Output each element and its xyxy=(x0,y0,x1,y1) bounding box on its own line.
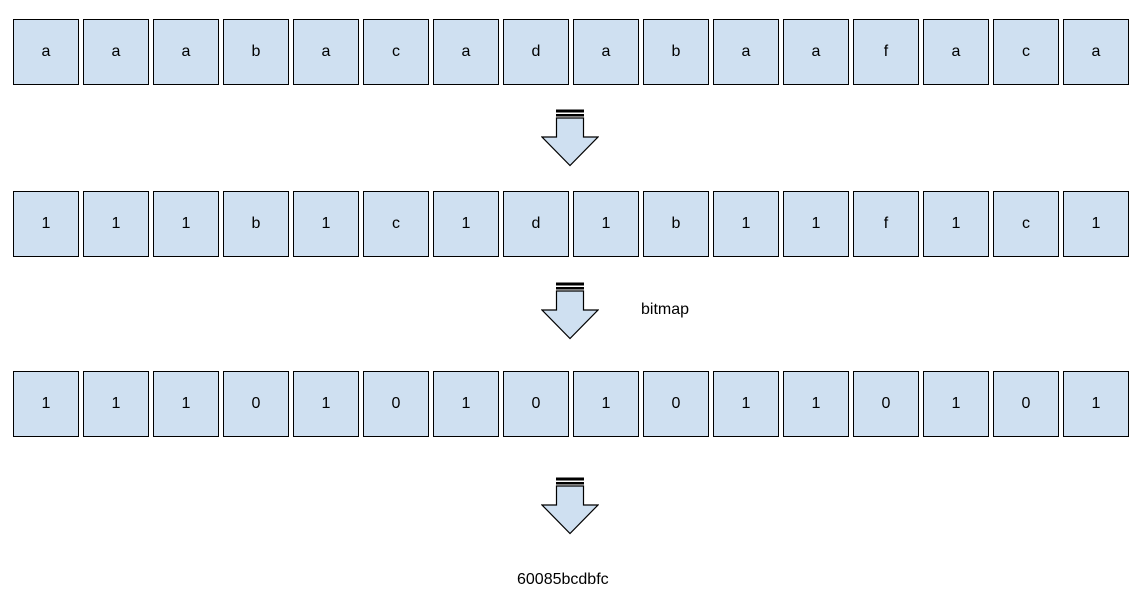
sequence-cell: 0 xyxy=(363,371,429,437)
sequence-cell: b xyxy=(223,19,289,85)
sequence-cell: 1 xyxy=(713,191,779,257)
sequence-cell: 0 xyxy=(503,371,569,437)
sequence-cell: a xyxy=(293,19,359,85)
sequence-cell: 1 xyxy=(713,371,779,437)
sequence-cell: a xyxy=(783,19,849,85)
sequence-cell: 1 xyxy=(783,191,849,257)
down-arrow-icon xyxy=(541,477,599,535)
sequence-cell: 1 xyxy=(13,191,79,257)
sequence-cell: b xyxy=(643,19,709,85)
sequence-cell: 1 xyxy=(923,371,989,437)
sequence-cell: a xyxy=(1063,19,1129,85)
sequence-cell: 0 xyxy=(993,371,1059,437)
sequence-cell: 1 xyxy=(293,191,359,257)
sequence-cell: 1 xyxy=(433,191,499,257)
sequence-cell: f xyxy=(853,19,919,85)
sequence-cell: a xyxy=(923,19,989,85)
sequence-cell: 1 xyxy=(573,191,639,257)
sequence-cell: 1 xyxy=(153,191,219,257)
sequence-cell: 1 xyxy=(1063,191,1129,257)
sequence-cell: a xyxy=(153,19,219,85)
sequence-cell: a xyxy=(83,19,149,85)
sequence-cell: 1 xyxy=(13,371,79,437)
sequence-cell: 1 xyxy=(783,371,849,437)
sequence-cell: c xyxy=(363,19,429,85)
down-arrow-icon xyxy=(541,282,599,340)
sequence-cell: a xyxy=(573,19,639,85)
sequence-cell: 1 xyxy=(923,191,989,257)
sequence-cell: c xyxy=(993,19,1059,85)
sequence-cell: f xyxy=(853,191,919,257)
sequence-cell: b xyxy=(223,191,289,257)
sequence-cell: 0 xyxy=(643,371,709,437)
sequence-cell: 1 xyxy=(83,371,149,437)
sequence-cell: 0 xyxy=(223,371,289,437)
sequence-cell: 1 xyxy=(573,371,639,437)
result-hex-label: 60085bcdbfc xyxy=(517,571,609,588)
sequence-cell: 1 xyxy=(83,191,149,257)
sequence-cell: c xyxy=(993,191,1059,257)
sequence-cell: a xyxy=(713,19,779,85)
down-arrow-icon xyxy=(541,109,599,167)
sequence-cell: 1 xyxy=(1063,371,1129,437)
sequence-cell: 1 xyxy=(433,371,499,437)
sequence-cell: c xyxy=(363,191,429,257)
sequence-cell: 1 xyxy=(153,371,219,437)
sequence-cell: 0 xyxy=(853,371,919,437)
sequence-cell: a xyxy=(433,19,499,85)
sequence-cell: 1 xyxy=(293,371,359,437)
bitmap-label: bitmap xyxy=(641,301,690,318)
sequence-cell: d xyxy=(503,19,569,85)
sequence-cell: d xyxy=(503,191,569,257)
sequence-cell: b xyxy=(643,191,709,257)
sequence-cell: a xyxy=(13,19,79,85)
